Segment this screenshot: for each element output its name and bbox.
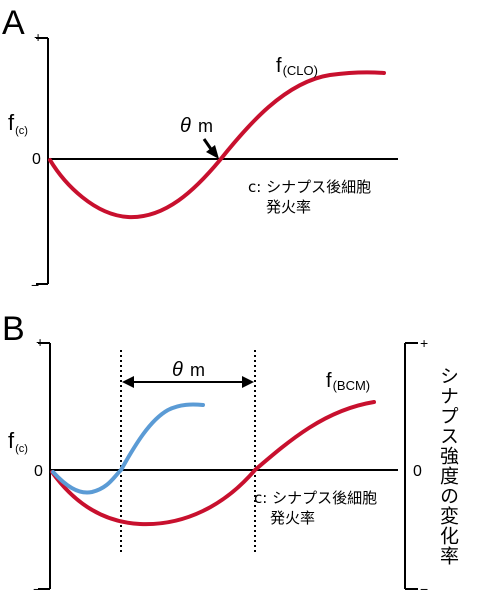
panel-a-clo-curve bbox=[48, 70, 386, 220]
panel-a-y-label-f: f bbox=[8, 110, 15, 135]
panel-a-x-label-line2: 発火率 bbox=[266, 198, 311, 216]
panel-b-theta-m: m bbox=[190, 360, 205, 380]
panel-b-right-minus: − bbox=[420, 581, 428, 597]
panel-a-theta-m: m bbox=[198, 116, 213, 136]
panel-a-y-minus: − bbox=[31, 277, 39, 293]
panel-b-right-label: シナプス強度の変化率 bbox=[437, 366, 459, 566]
panel-a-y-label: f(c) bbox=[8, 110, 28, 137]
panel-b-theta-arrow-right bbox=[242, 376, 254, 388]
panel-b-curve-label-f: f bbox=[326, 370, 332, 392]
panel-a-curve-label-sub: (CLO) bbox=[283, 63, 318, 78]
panel-a-theta: θ bbox=[180, 115, 191, 137]
panel-b-y-minus: − bbox=[33, 581, 41, 597]
panel-b-right-plus: + bbox=[420, 335, 428, 351]
panel-b-bcm-curve bbox=[50, 400, 376, 527]
panel-a-theta-arrow-head bbox=[206, 145, 219, 159]
panel-b-label: B bbox=[2, 310, 25, 348]
panel-a: A + − f(c) 0 f(CLO) θ m c: シナプス後細胞 発火率 bbox=[2, 4, 398, 293]
panel-a-x-label-line1: c: シナプス後細胞 bbox=[248, 178, 371, 196]
panel-a-y-label-sub: (c) bbox=[15, 125, 28, 137]
panel-b-curve-label: f(BCM) bbox=[326, 370, 370, 393]
panel-a-curve-label: f(CLO) bbox=[276, 55, 318, 78]
panel-b-y-label: f(c) bbox=[8, 428, 28, 455]
panel-b-theta-arrow-left bbox=[122, 376, 134, 388]
panel-b-zero: 0 bbox=[34, 463, 43, 480]
panel-a-zero: 0 bbox=[32, 151, 41, 168]
panel-a-label: A bbox=[2, 4, 25, 42]
panel-b-y-plus: + bbox=[36, 334, 44, 350]
panel-b-theta: θ bbox=[172, 359, 183, 381]
panel-a-y-plus: + bbox=[34, 29, 42, 45]
panel-b-right-zero: 0 bbox=[413, 463, 422, 480]
panel-b-x-label-line1: c: シナプス後細胞 bbox=[254, 489, 377, 507]
panel-b-curve-label-sub: (BCM) bbox=[333, 378, 371, 393]
panel-b: B + − f(c) 0 θ m f(BCM) c: シナプス後細胞 発火率 bbox=[2, 310, 459, 597]
panel-b-shifted-curve bbox=[51, 402, 205, 495]
panel-b-x-label-line2: 発火率 bbox=[270, 509, 315, 527]
panel-b-y-label-sub: (c) bbox=[15, 443, 28, 455]
panel-b-y-label-f: f bbox=[8, 428, 15, 453]
panel-a-curve-label-f: f bbox=[276, 55, 282, 77]
